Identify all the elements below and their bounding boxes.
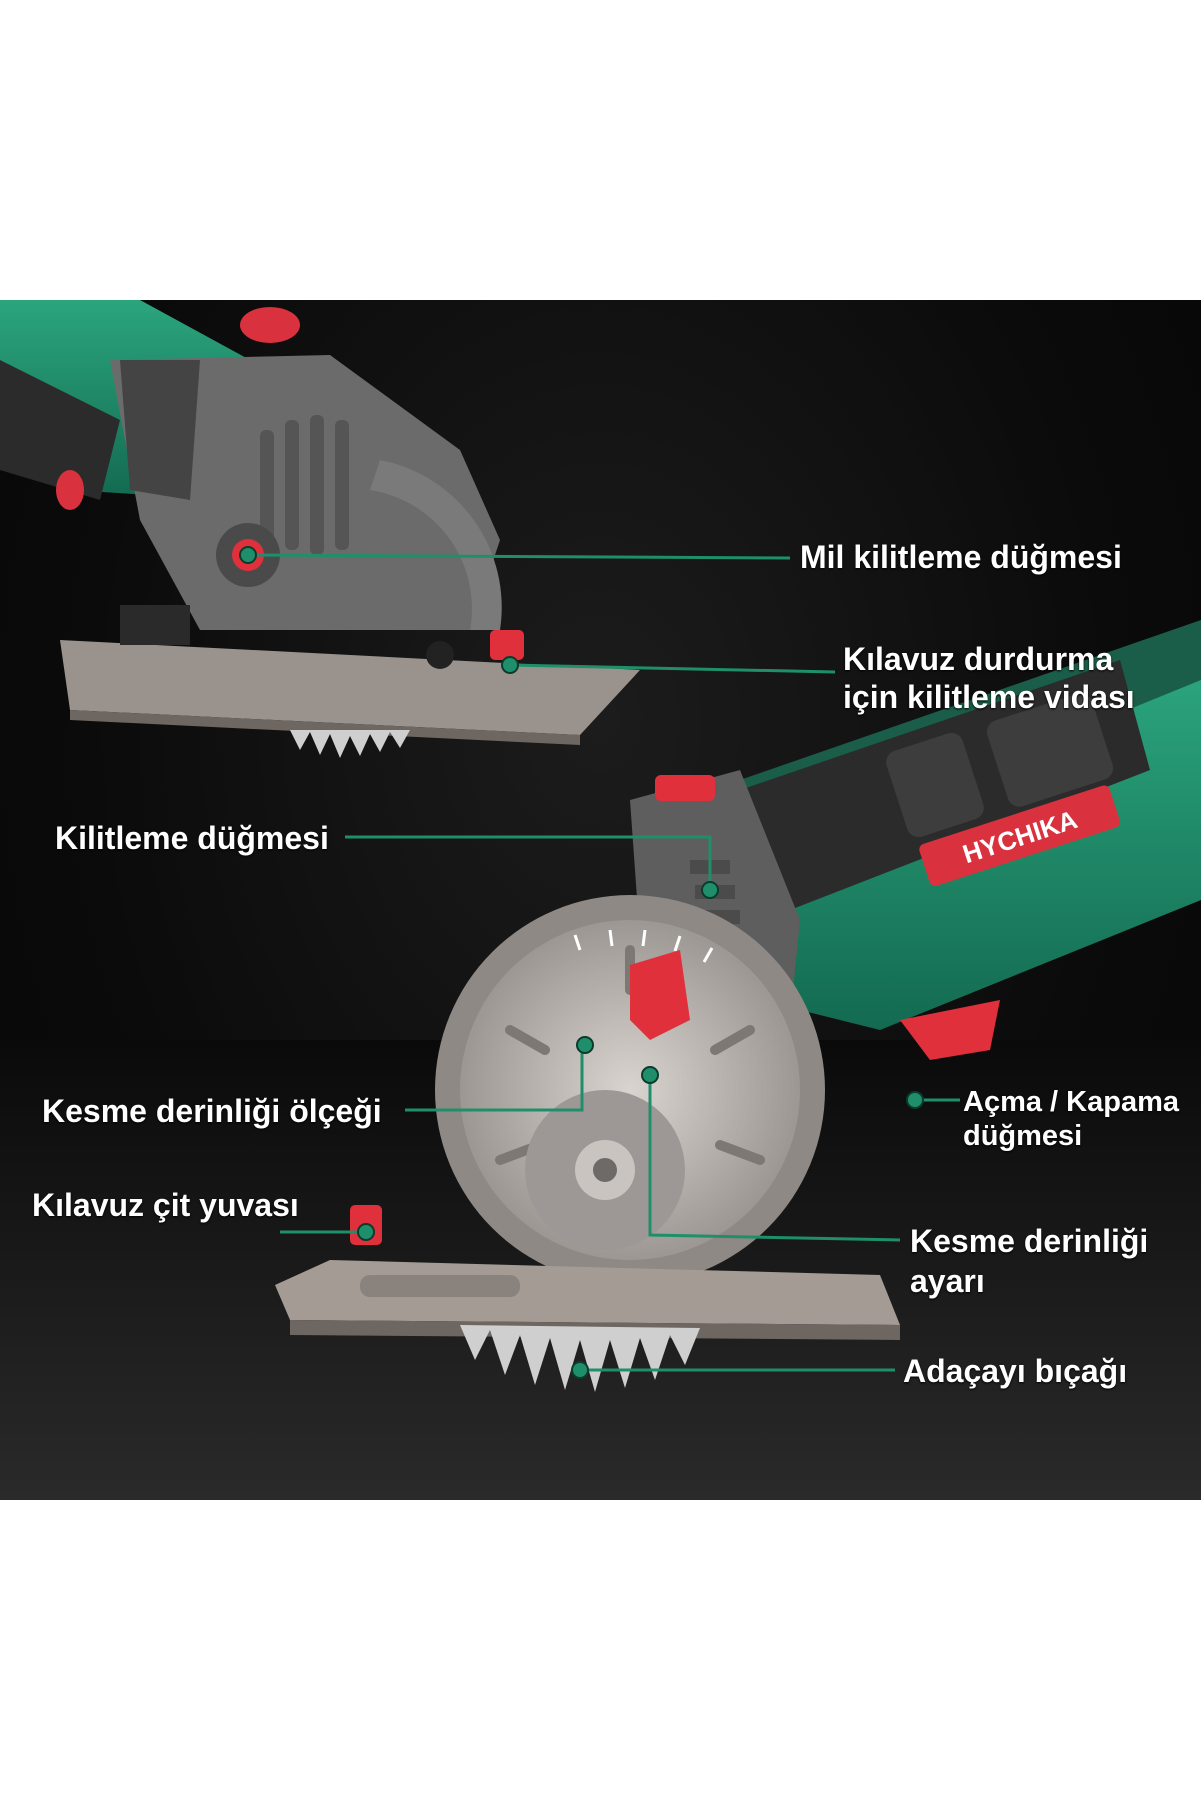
depth-adjust-lever (630, 950, 690, 1040)
leader-dots (239, 546, 924, 1379)
bottom-saw: HYCHIKA (275, 620, 1201, 1392)
top-base-plate (60, 640, 640, 735)
circular-saw-illustration: HYCHIKA (0, 300, 1201, 1500)
label-lock-button: Kilitleme düğmesi (55, 820, 329, 856)
product-photo-panel: HYCHIKA (0, 300, 1201, 1500)
label-guide-stop-line1: Kılavuz durdurma (843, 641, 1114, 677)
power-trigger (900, 1000, 1000, 1060)
label-power-line1: Açma / Kapama (963, 1086, 1179, 1118)
label-blade: Adaçayı bıçağı (903, 1353, 1128, 1389)
leader-lines (247, 553, 960, 1372)
top-saw (0, 300, 640, 758)
bottom-blade-teeth (460, 1325, 700, 1392)
label-depth-scale: Kesme derinliği ölçeği (42, 1093, 382, 1129)
label-depth-adjust-line1: Kesme derinliği (910, 1223, 1149, 1259)
top-trigger-red (240, 307, 300, 343)
label-depth-adjust-line2: ayarı (910, 1263, 985, 1299)
top-blade-teeth (290, 730, 410, 758)
guide-stop-lock-screw (490, 630, 524, 660)
label-power-line2: düğmesi (963, 1120, 1083, 1152)
lock-button-red (655, 775, 715, 801)
label-spindle-lock: Mil kilitleme düğmesi (800, 539, 1122, 575)
label-guide-stop-line2: için kilitleme vidası (843, 679, 1135, 715)
label-fence-slot: Kılavuz çit yuvası (32, 1187, 299, 1223)
